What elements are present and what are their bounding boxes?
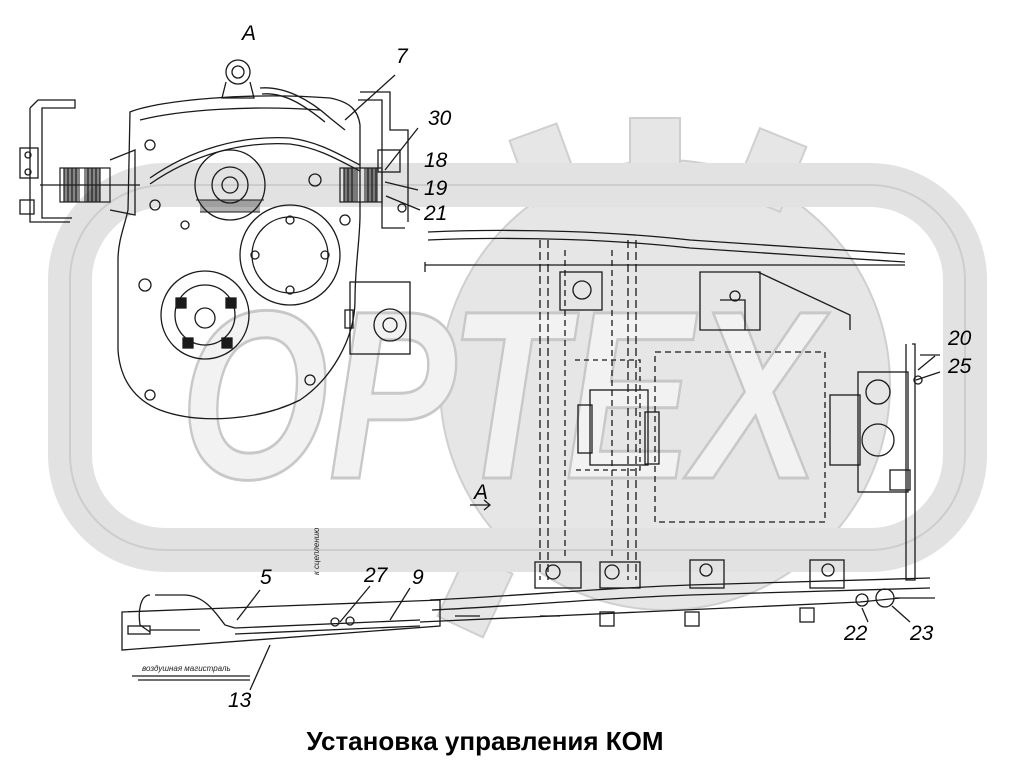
callout-13: 13 [228, 689, 252, 712]
callout-30: 30 [428, 107, 452, 130]
spring-fills [64, 168, 378, 212]
callout-20: 20 [948, 327, 972, 350]
callout-23: 23 [910, 622, 934, 645]
callout-9: 9 [412, 566, 424, 589]
side-note: к сцеплению [312, 527, 321, 575]
air-line-note: воздушная магистраль [142, 664, 231, 673]
callout-18: 18 [424, 149, 448, 172]
callout-22: 22 [844, 622, 868, 645]
view-label-middle: А [474, 481, 489, 504]
callout-27: 27 [364, 564, 388, 587]
mechanism-drawing [19, 59, 941, 691]
callout-5: 5 [260, 566, 272, 589]
callout-21: 21 [424, 202, 448, 225]
callout-25: 25 [948, 355, 972, 378]
watermark-text: ОРТЕХ [180, 261, 830, 529]
callout-19: 19 [424, 177, 448, 200]
page-title: Установка управления КОМ [306, 726, 664, 756]
view-label-top: А [242, 22, 257, 45]
callout-7: 7 [396, 45, 408, 68]
